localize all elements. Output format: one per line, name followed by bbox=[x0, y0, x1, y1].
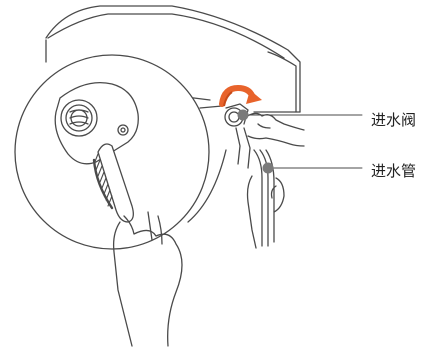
inlet-hose-label: 进水管 bbox=[371, 160, 416, 181]
inlet-valve-label: 进水阀 bbox=[371, 109, 416, 130]
hand-holding-hose bbox=[248, 176, 285, 248]
valve-marker-dot bbox=[238, 110, 249, 121]
magnified-view bbox=[15, 55, 226, 249]
callout-lines bbox=[245, 115, 362, 168]
hand-turning-valve bbox=[244, 113, 304, 146]
rotate-arrow-icon bbox=[222, 88, 262, 106]
hose-marker-dot bbox=[263, 163, 274, 174]
